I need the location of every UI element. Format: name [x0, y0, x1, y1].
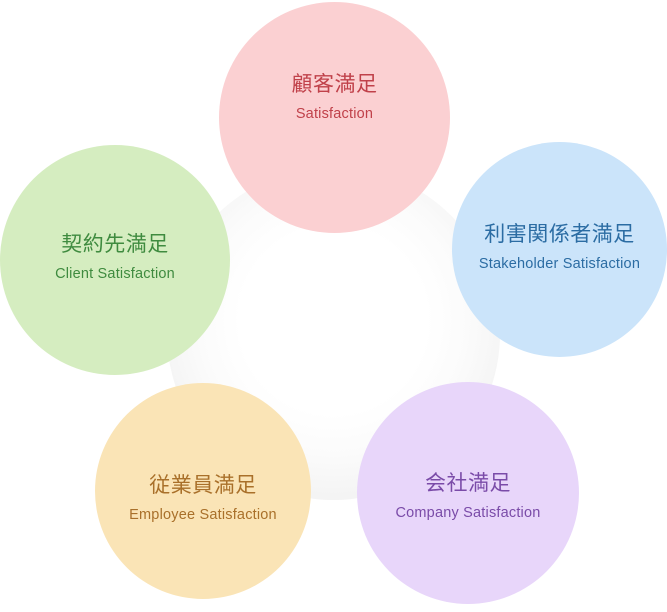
- bubble-text-group: 契約先満足 Client Satisfaction: [55, 232, 175, 284]
- bubble-title-en: Satisfaction: [295, 105, 374, 122]
- bubble-title-ja: 顧客満足: [291, 72, 378, 96]
- bubble-title-ja: 利害関係者満足: [484, 222, 635, 246]
- bubble-title-ja: 契約先満足: [61, 233, 169, 257]
- bubble-customer-satisfaction: 顧客満足 Satisfaction: [219, 2, 450, 233]
- bubble-title-en: Stakeholder Satisfaction: [478, 255, 641, 272]
- bubble-client-satisfaction: 契約先満足 Client Satisfaction: [0, 145, 230, 375]
- bubble-text-group: 顧客満足 Satisfaction: [292, 72, 378, 124]
- bubble-company-satisfaction: 会社満足 Company Satisfaction: [357, 382, 579, 604]
- bubble-employee-satisfaction: 従業員満足 Employee Satisfaction: [95, 383, 311, 599]
- bubble-text-group: 従業員満足 Employee Satisfaction: [129, 473, 277, 525]
- bubble-text-group: 会社満足 Company Satisfaction: [395, 471, 540, 523]
- bubble-title-en: Employee Satisfaction: [129, 507, 277, 524]
- bubble-title-ja: 会社満足: [424, 472, 511, 496]
- bubble-title-en: Client Satisfaction: [55, 266, 175, 283]
- bubble-text-group: 利害関係者満足 Stakeholder Satisfaction: [479, 222, 640, 274]
- bubble-stakeholder-satisfaction: 利害関係者満足 Stakeholder Satisfaction: [452, 142, 667, 357]
- bubble-title-ja: 従業員満足: [149, 474, 257, 498]
- bubble-title-en: Company Satisfaction: [395, 505, 541, 522]
